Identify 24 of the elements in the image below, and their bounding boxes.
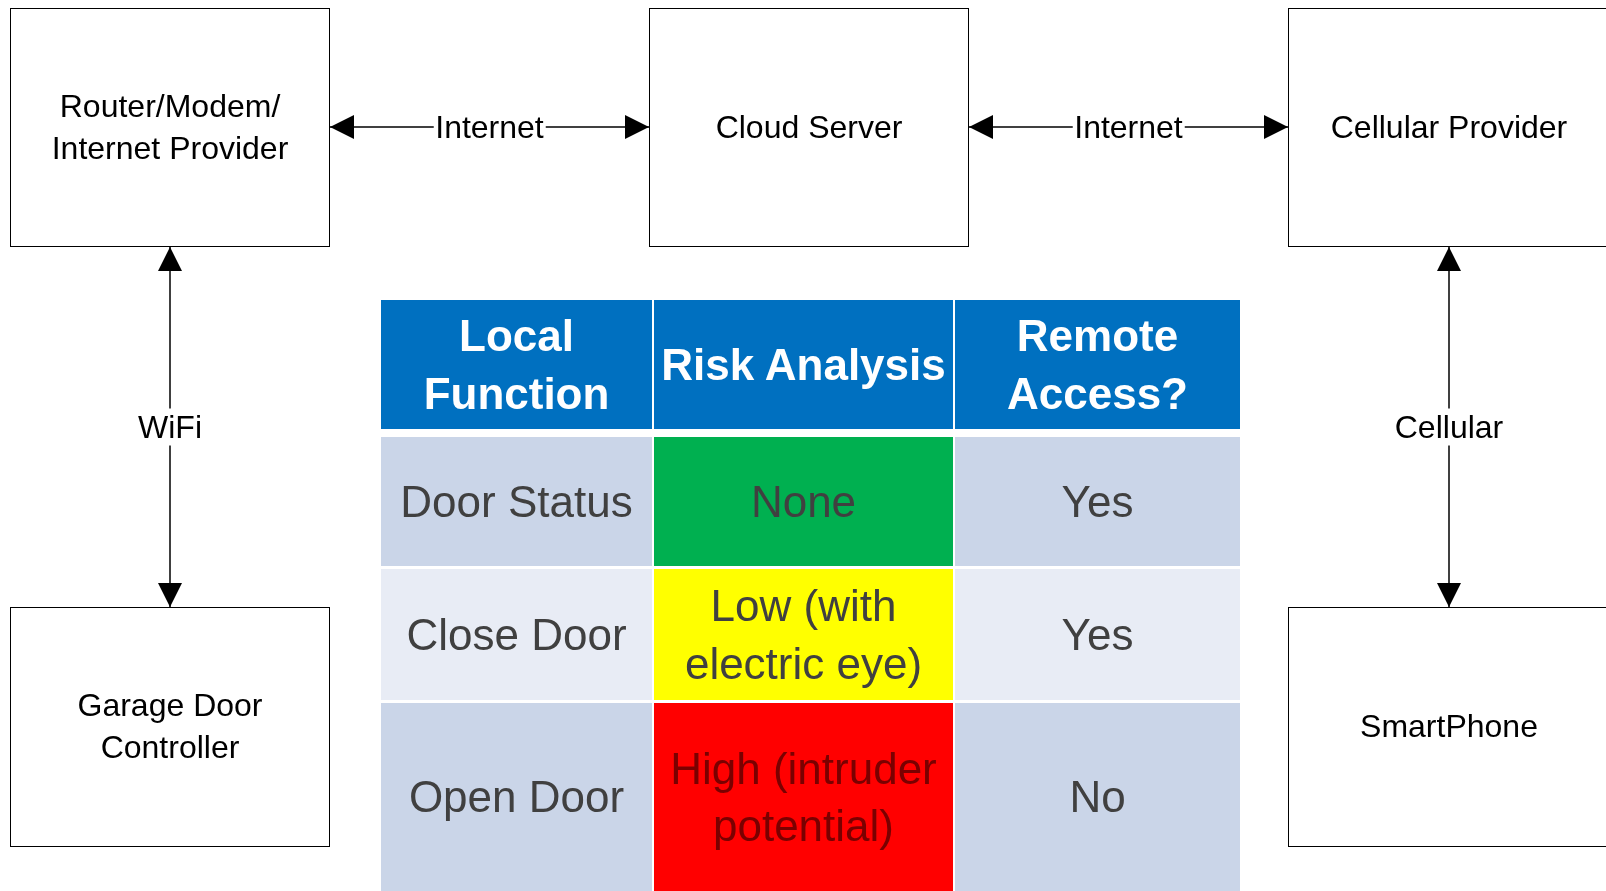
table-cell: Yes	[955, 437, 1240, 566]
table-cell: Open Door	[381, 703, 652, 891]
table-cell: None	[654, 437, 953, 566]
double-arrow	[1437, 246, 1461, 608]
column-header: Local Function	[381, 300, 652, 429]
table-cell: Close Door	[381, 569, 652, 700]
column-header: Remote Access?	[955, 300, 1240, 429]
box-label: Router/Modem/ Internet Provider	[50, 86, 290, 168]
double-arrow	[158, 246, 182, 608]
table-cell: No	[955, 703, 1240, 891]
box-label: Garage Door Controller	[76, 686, 264, 767]
table-cell: Low (with electric eye)	[654, 569, 953, 700]
process-box	[649, 8, 969, 247]
column-header: Risk Analysis	[654, 300, 953, 429]
process-box	[10, 607, 330, 847]
table-cell: Door Status	[381, 437, 652, 566]
process-box	[1288, 607, 1606, 847]
process-box	[1288, 8, 1606, 247]
table-cell: High (intruder potential)	[654, 703, 953, 891]
box-label: Cellular Provider	[1329, 107, 1569, 147]
process-box	[10, 8, 330, 247]
box-label: SmartPhone	[1359, 707, 1539, 747]
table-cell: Yes	[955, 569, 1240, 700]
box-label: Cloud Server	[714, 107, 904, 147]
